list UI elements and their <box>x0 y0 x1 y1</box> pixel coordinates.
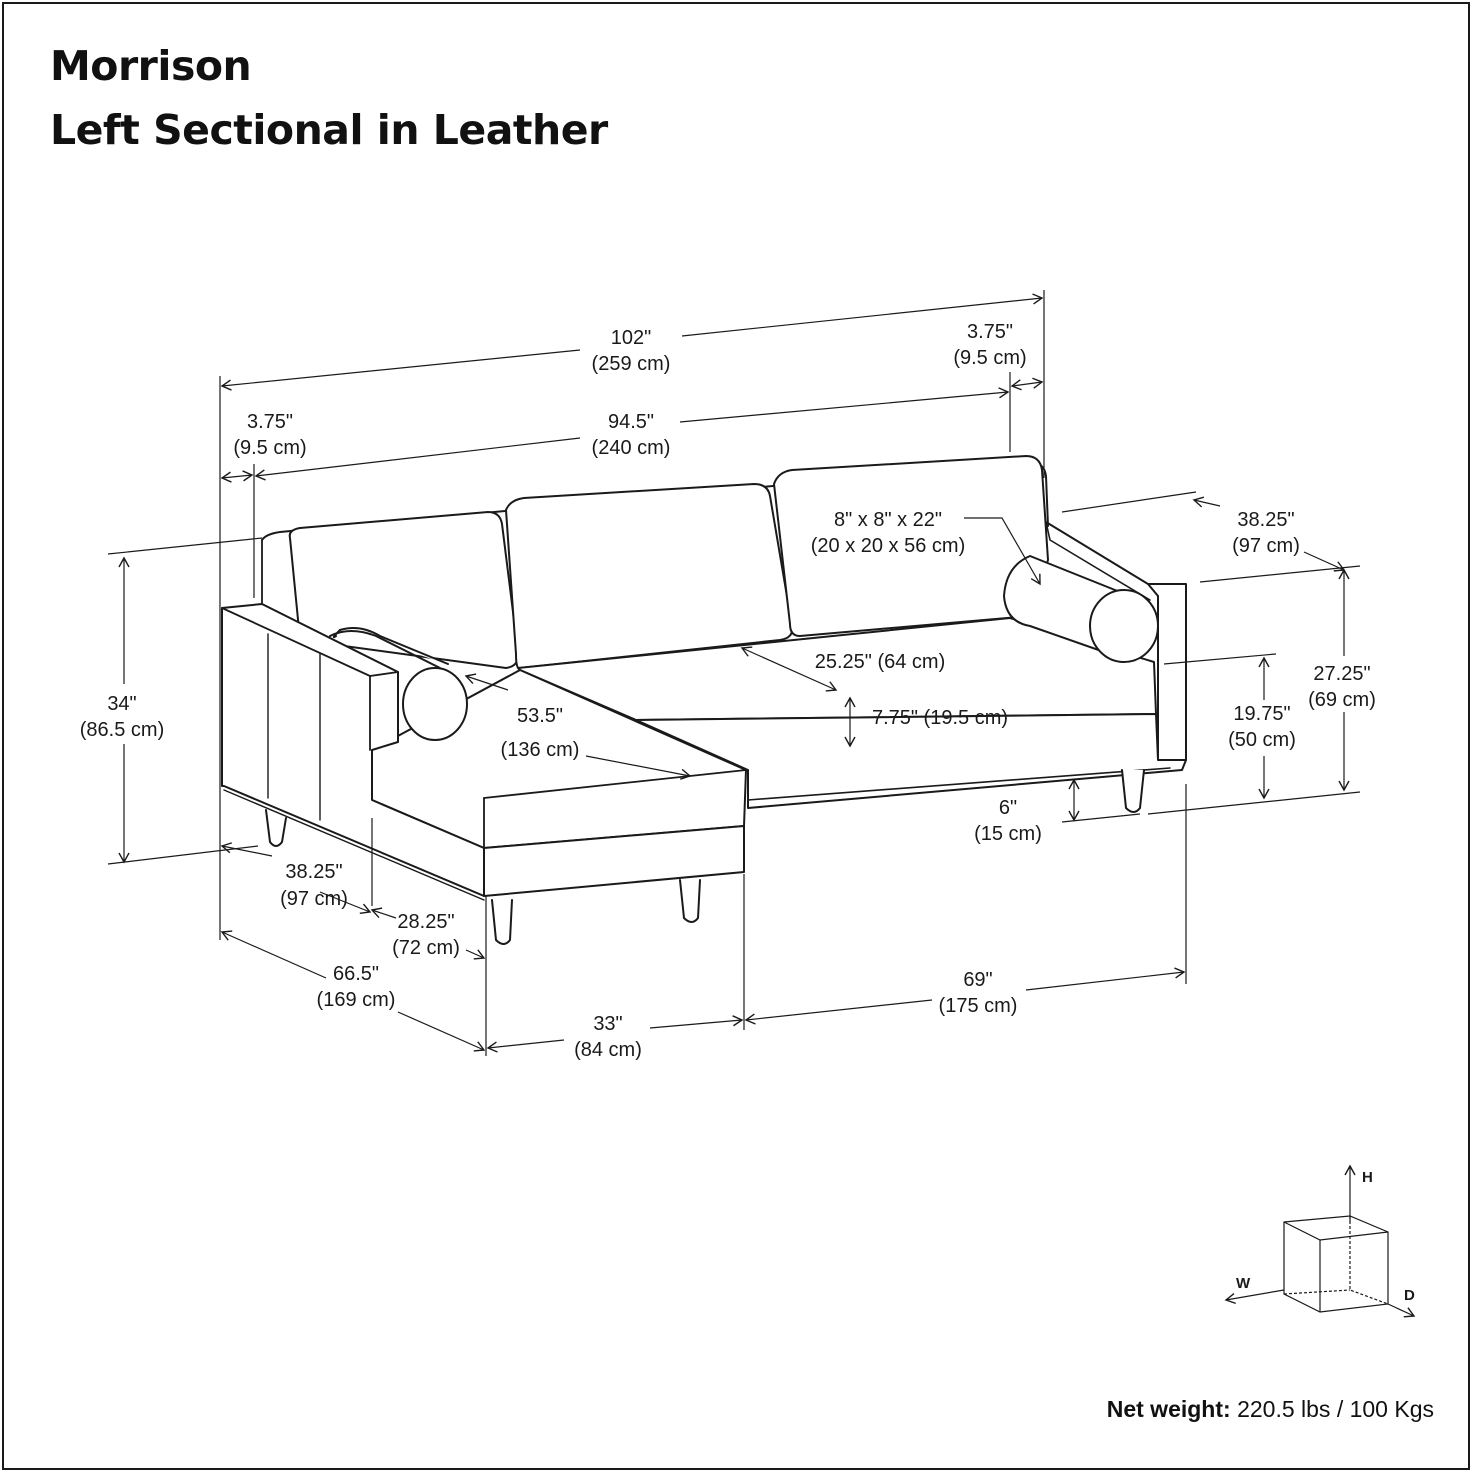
dim-arm-height-cm: (69 cm) <box>1308 689 1376 711</box>
dim-seat-height-cm: (50 cm) <box>1228 729 1296 751</box>
leg-front-chaise <box>491 899 513 945</box>
dim-sofa-width-in: 69" <box>963 969 992 991</box>
dim-chaise-width-cm: (84 cm) <box>574 1039 642 1061</box>
dim-bolster-cm: (20 x 20 x 56 cm) <box>811 535 966 557</box>
axis-cube <box>1224 1164 1416 1318</box>
dim-depth-left-cm: (97 cm) <box>280 888 348 910</box>
dimension-labels: 102" (259 cm) 3.75" (9.5 cm) 3.75" (9.5 … <box>80 321 1376 1061</box>
sofa-base <box>635 713 1187 809</box>
dim-bolster-in: 8" x 8" x 22" <box>834 509 942 531</box>
product-name: Morrison <box>50 42 252 90</box>
dim-chaise-inner-cm: (72 cm) <box>392 937 460 959</box>
dim-cushion-height: 7.75" (19.5 cm) <box>872 707 1008 729</box>
dim-depth-right-in: 38.25" <box>1237 509 1294 531</box>
dim-leg-height-in: 6" <box>999 797 1017 819</box>
dim-overall-height-cm: (86.5 cm) <box>80 719 164 741</box>
dim-chaise-length-cm: (169 cm) <box>317 989 396 1011</box>
axis-label-d: D <box>1404 1287 1415 1304</box>
leg-right <box>1121 769 1145 813</box>
dim-depth-right-cm: (97 cm) <box>1232 535 1300 557</box>
product-subtitle: Left Sectional in Leather <box>50 106 608 154</box>
bolster-right-end <box>1089 589 1159 663</box>
net-weight-value: 220.5 lbs / 100 Kgs <box>1230 1396 1434 1422</box>
sofa-drawing <box>221 455 1187 945</box>
dim-seat-depth: 25.25" (64 cm) <box>815 651 946 673</box>
dim-arm-left-cm: (9.5 cm) <box>233 437 306 459</box>
dim-depth-left-in: 38.25" <box>285 861 342 883</box>
dim-seat-height-in: 19.75" <box>1233 703 1290 725</box>
leg-front-left <box>265 809 287 847</box>
dim-chaise-length-in: 66.5" <box>333 963 379 985</box>
dim-inner-width-in: 94.5" <box>608 411 654 433</box>
dim-arm-right-cm: (9.5 cm) <box>953 347 1026 369</box>
leg-chaise-right <box>679 879 701 923</box>
bolster-left-end <box>402 667 468 741</box>
net-weight: Net weight: 220.5 lbs / 100 Kgs <box>1107 1396 1434 1423</box>
dim-overall-width-cm: (259 cm) <box>592 353 671 375</box>
dim-leg-height-cm: (15 cm) <box>974 823 1042 845</box>
dimension-lines <box>107 290 1361 1056</box>
axis-label-w: W <box>1236 1275 1251 1292</box>
dim-chaise-inner-in: 28.25" <box>397 911 454 933</box>
dim-inner-width-cm: (240 cm) <box>592 437 671 459</box>
net-weight-label: Net weight: <box>1106 1396 1231 1422</box>
dim-sofa-width-cm: (175 cm) <box>939 995 1018 1017</box>
dim-arm-height-in: 27.25" <box>1313 663 1370 685</box>
dim-chaise-depth-cm: (136 cm) <box>501 739 580 761</box>
back-cushion-right <box>773 455 1049 637</box>
left-arm <box>221 603 485 897</box>
back-cushion-middle <box>505 483 794 670</box>
axis-label-h: H <box>1362 1169 1373 1186</box>
dim-overall-width-in: 102" <box>611 327 651 349</box>
dim-arm-right-in: 3.75" <box>967 321 1013 343</box>
dim-overall-height-in: 34" <box>107 693 136 715</box>
dim-arm-left-in: 3.75" <box>247 411 293 433</box>
dim-chaise-width-in: 33" <box>593 1013 622 1035</box>
dim-chaise-depth-in: 53.5" <box>517 705 563 727</box>
